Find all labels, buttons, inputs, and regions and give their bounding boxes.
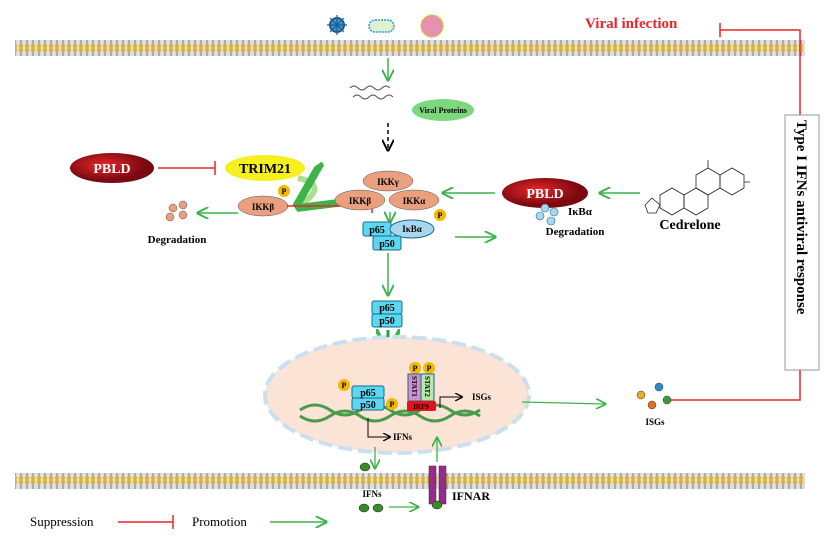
virus-icons: [327, 14, 444, 38]
isgs-dots: [636, 382, 672, 410]
p50-label: p50: [360, 400, 376, 411]
ifnar-label: IFNAR: [452, 489, 490, 503]
cell-membrane-bottom: [15, 473, 805, 489]
ifns-nucleus-label: IFNs: [393, 432, 412, 442]
irf9-label: IRF9: [413, 403, 429, 411]
degradation-right-label: Degradation: [546, 226, 605, 238]
ikba-label: IκBα: [402, 224, 422, 234]
legend-suppression-label: Suppression: [30, 514, 94, 529]
nucleus: [263, 335, 531, 455]
degradation-dots-left: [165, 200, 188, 222]
p65-label: p65: [360, 388, 376, 399]
viral-rna-icon: [349, 85, 394, 100]
degradation-left-label: Degradation: [148, 234, 207, 246]
pbld-left: [70, 153, 154, 183]
ifns-label: IFNs: [362, 489, 381, 499]
pbld-right: [502, 178, 588, 208]
ifnar-receptor: [428, 465, 447, 510]
p65-label: p65: [379, 303, 395, 314]
p50-label: p50: [379, 239, 395, 250]
legend-promotion-label: Promotion: [192, 514, 247, 529]
trim21-label: TRIM21: [239, 162, 291, 177]
p-label: P: [390, 400, 395, 409]
red-line-isgs: [668, 370, 801, 401]
isgs-label: ISGs: [645, 417, 665, 427]
p-label: P: [282, 187, 287, 196]
pbld-right-label: PBLD: [526, 187, 563, 202]
cedrelone-label: Cedrelone: [659, 218, 720, 233]
suppression-line-viral: [720, 29, 801, 115]
viral-proteins-label: Viral Proteins: [419, 106, 467, 115]
degradation-dots-right: [535, 203, 559, 226]
p50-label: p50: [379, 316, 395, 327]
ikk-beta-p-label: IKKβ: [252, 202, 275, 212]
dna-helix: [299, 403, 481, 423]
type1-response-label: Type I IFNs antiviral response: [793, 120, 809, 315]
isgs-nucleus-label: ISGs: [472, 392, 492, 402]
cedrelone-structure: [644, 160, 750, 216]
p-label: P: [413, 364, 418, 373]
pbld-left-label: PBLD: [93, 162, 130, 177]
ikk-beta-label: IKKβ: [349, 196, 372, 206]
ifn-molecule: [359, 462, 371, 472]
cell-membrane-top: [15, 40, 805, 56]
ikk-gamma-label: IKKγ: [377, 177, 400, 187]
trim21: [225, 155, 305, 181]
p65-label: p65: [369, 225, 385, 236]
p-label: P: [342, 381, 347, 390]
p-label: P: [438, 211, 443, 220]
type1-response-box: [784, 114, 820, 371]
ikk-alpha-label: IKKα: [403, 196, 426, 206]
stat1-label: STAT1: [410, 376, 418, 397]
p-label: P: [427, 364, 432, 373]
ikba-degradation-label: IκBα: [568, 206, 593, 218]
viral-infection-label: Viral infection: [585, 16, 678, 32]
stat2-label: STAT2: [423, 376, 431, 397]
